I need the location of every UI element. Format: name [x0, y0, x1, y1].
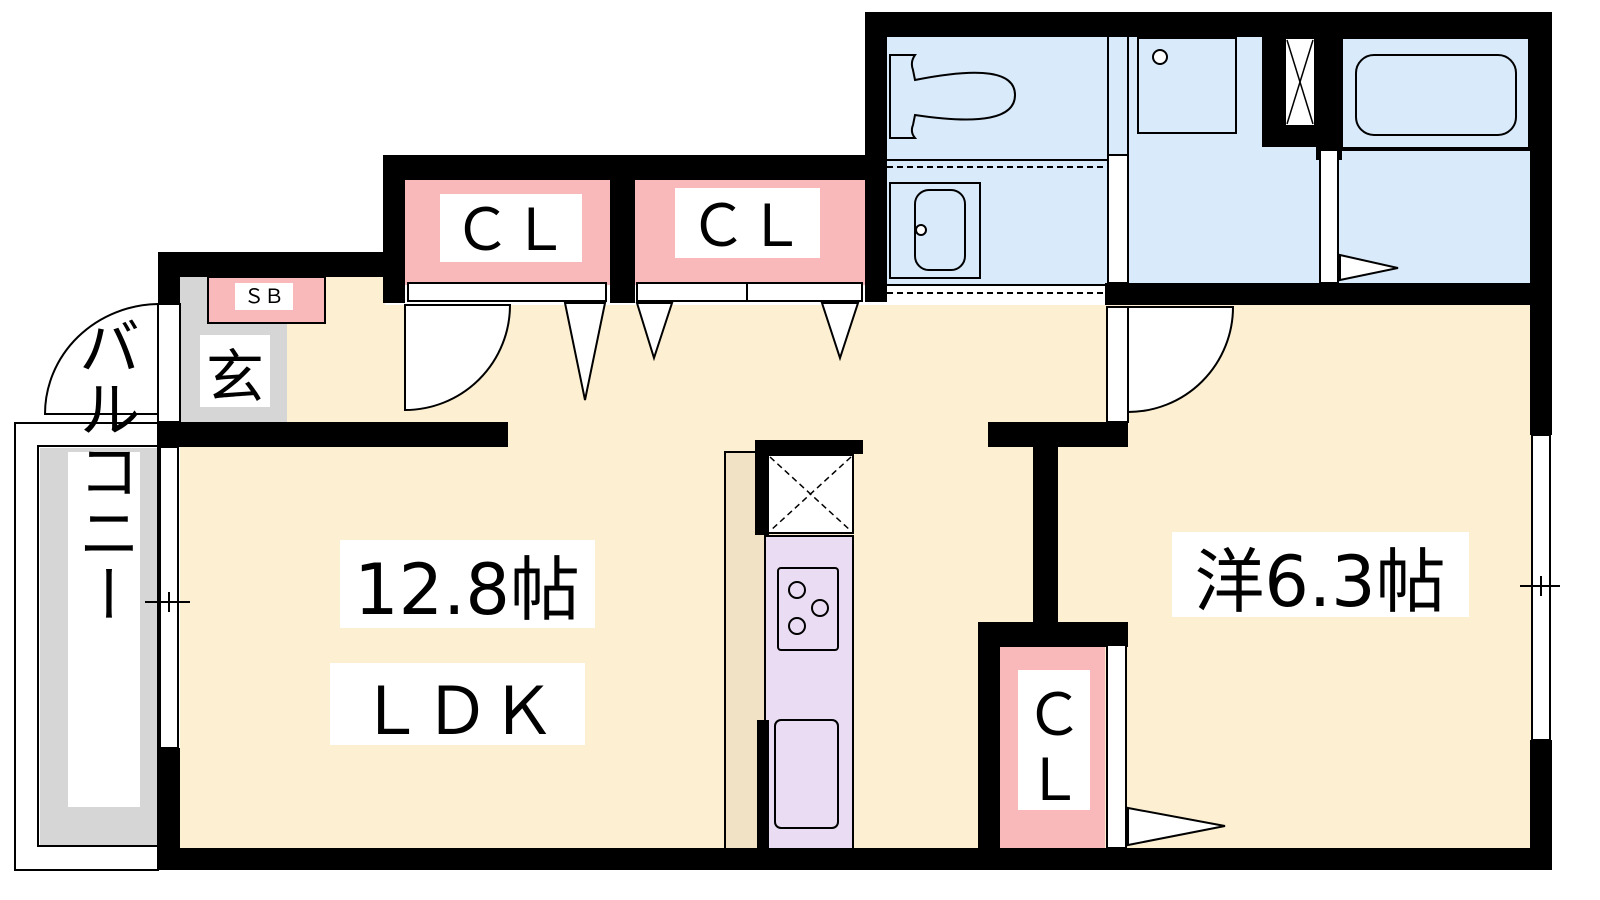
doors	[43, 149, 1399, 849]
room-door-jamb	[1106, 306, 1129, 423]
closet-label-top: Ｃ	[1025, 681, 1083, 749]
wall	[158, 422, 508, 447]
kitchen	[724, 451, 854, 851]
wall	[158, 252, 405, 277]
shower-tray	[1137, 37, 1237, 134]
label-bg	[235, 283, 293, 310]
wall	[1262, 35, 1284, 145]
label-bg	[1018, 670, 1090, 810]
entrance-door-swing	[43, 302, 159, 415]
closet-door-track	[636, 282, 863, 302]
kitchen-sink	[774, 719, 839, 829]
label-bg	[330, 663, 585, 745]
closet-label-bottom: Ｌ	[1025, 746, 1083, 814]
bath-door-fold	[1339, 253, 1399, 282]
balcony-inner	[37, 445, 159, 847]
label-bg	[340, 540, 595, 628]
wall	[865, 12, 887, 302]
wet-door-jamb	[1107, 154, 1129, 284]
drain-icon	[915, 224, 927, 236]
wall	[1033, 422, 1058, 627]
closet-label: ＣＬ	[453, 196, 569, 264]
wall	[978, 622, 1128, 647]
room-door-swing	[1127, 306, 1235, 414]
bath-door-jamb	[1319, 149, 1339, 284]
burner-icon	[788, 617, 806, 635]
windows	[145, 434, 1560, 749]
stove	[777, 567, 839, 651]
wall	[978, 622, 1000, 870]
wet-area-fixtures	[887, 35, 1532, 294]
wall	[158, 748, 180, 870]
wall	[755, 440, 769, 535]
wall	[383, 155, 887, 180]
wall	[1316, 35, 1342, 160]
label-bg	[1172, 532, 1469, 617]
bathtub-inner	[1355, 54, 1517, 136]
genkan-label: 玄	[206, 343, 264, 411]
ldk-name-label: ＬＤＫ	[358, 673, 556, 750]
wall	[610, 178, 635, 303]
wall	[1530, 12, 1552, 435]
wall	[757, 720, 769, 848]
label-backgrounds	[68, 188, 1469, 810]
closet-door-fold	[820, 302, 860, 362]
closet-3-door-track	[1106, 644, 1127, 849]
entrance-door-leaf	[157, 303, 181, 423]
closet-door-fold	[635, 302, 674, 362]
wall	[158, 848, 1552, 870]
western-room-label: 洋6.3帖	[1194, 541, 1445, 623]
closet-3-door-fold	[1127, 806, 1226, 847]
hall-door-swing	[404, 304, 512, 412]
ldk-size-label: 12.8帖	[354, 549, 580, 631]
walls	[158, 12, 1552, 870]
wall	[1530, 740, 1552, 870]
label-bg	[675, 188, 820, 258]
closet-door-track	[407, 282, 607, 302]
toilet-icon	[889, 54, 1017, 139]
shoe-box-label: ＳＢ	[244, 284, 284, 308]
shower-drain-icon	[1152, 49, 1168, 65]
label-bg	[200, 335, 270, 407]
closet-door-fold	[563, 302, 607, 401]
wall	[865, 12, 1552, 37]
wall	[1105, 283, 1552, 305]
label-bg	[440, 194, 582, 262]
pipe-space-cross	[1286, 39, 1314, 125]
label-bg	[68, 452, 140, 807]
refrigerator-cross	[769, 456, 852, 532]
burner-icon	[788, 581, 806, 599]
closet-label: ＣＬ	[689, 192, 805, 260]
balcony-label: バルコニー	[68, 315, 141, 625]
wall	[1262, 125, 1318, 147]
burner-icon	[811, 599, 829, 617]
hall-floor	[405, 305, 1125, 435]
wall	[755, 440, 863, 454]
wall	[383, 155, 405, 303]
